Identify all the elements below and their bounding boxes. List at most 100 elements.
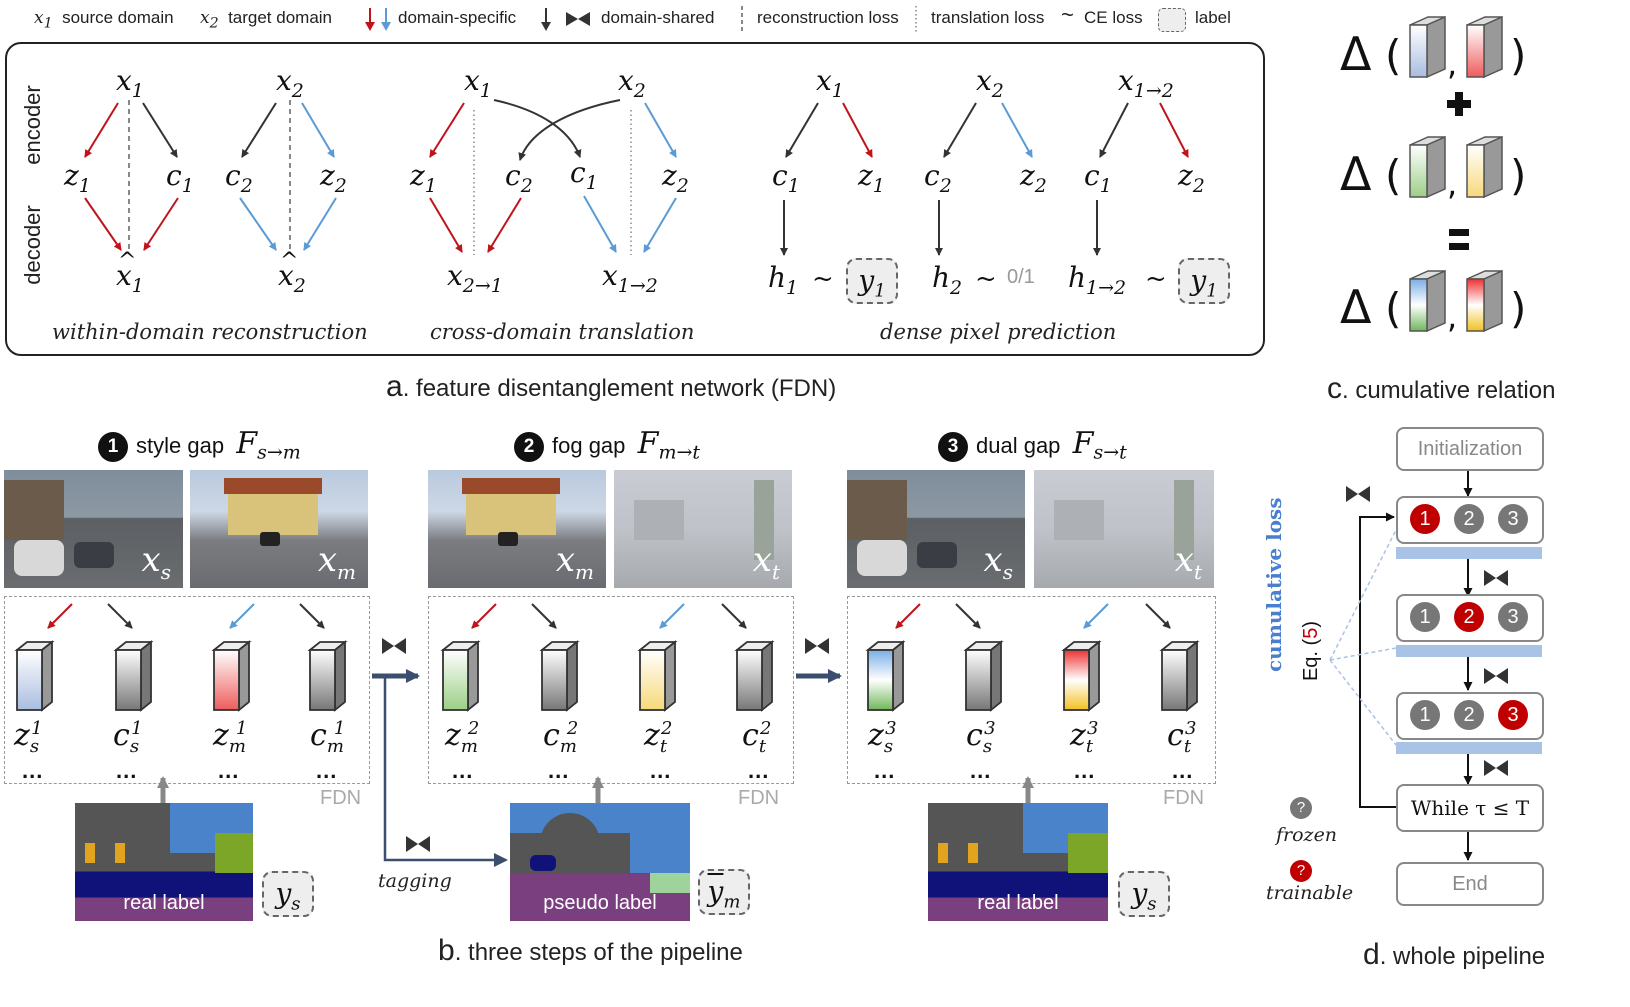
step-1-trainable: 1: [1410, 504, 1440, 534]
svg-text:Δ: Δ: [1340, 27, 1372, 81]
section-label-translation: cross-domain translation: [430, 320, 695, 344]
dots: ...: [22, 758, 44, 783]
step-2-frozen: 2: [1454, 504, 1484, 534]
seg-label-step2: pseudo label: [510, 803, 690, 921]
svg-text:^: ^: [280, 249, 298, 274]
svg-text:): ): [1510, 151, 1526, 200]
svg-text:z1: z1: [409, 159, 437, 197]
svg-text:c1: c1: [166, 159, 194, 197]
section-label-reconstruction: within-domain reconstruction: [52, 320, 368, 344]
svg-text:~: ~: [975, 264, 997, 294]
feat-z-s-1: zs1: [14, 718, 43, 757]
dots: ...: [1074, 758, 1096, 783]
section-label-prediction: dense pixel prediction: [880, 320, 1117, 344]
cumulative-relation-graphic: Δ( , ) Δ( , ) Δ(: [1340, 15, 1526, 336]
image-x-s-step1: xs: [4, 470, 183, 588]
panel-a-graph: x1 x2 z1 c1 c2 z2 x1 ^ x2 ^ x1 x2 z1 c2 …: [63, 64, 1205, 299]
legend-target-domain: x2 target domain: [200, 8, 333, 32]
label-y-s-step3: ys: [1118, 871, 1170, 917]
svg-text:x1→2: x1→2: [1118, 64, 1174, 102]
svg-text:h1→2: h1→2: [1068, 261, 1126, 299]
feat-z-m-2: zm2: [445, 718, 480, 757]
svg-text:c2: c2: [505, 159, 533, 197]
feat-c-s-3: cs3: [966, 718, 996, 757]
svg-text:z2: z2: [661, 159, 689, 197]
svg-text:c1: c1: [772, 159, 800, 197]
step-3-frozen: 3: [1498, 504, 1528, 534]
image-x-s-step3: xs: [847, 470, 1025, 588]
dots: ...: [1172, 758, 1194, 783]
feat-z-s-3: zs3: [868, 718, 897, 757]
step-3-trainable: 3: [1498, 700, 1528, 730]
feat-z-m-1: zm1: [213, 718, 248, 757]
svg-text:x2: x2: [276, 64, 304, 102]
step-1-frozen: 1: [1410, 602, 1440, 632]
step-2-frozen: 2: [1454, 700, 1484, 730]
dots: ...: [874, 758, 896, 783]
svg-text:,: ,: [1447, 165, 1457, 203]
step-2-trainable: 2: [1454, 602, 1484, 632]
loss-bar-1: [1396, 547, 1542, 559]
fdn-box-step1: [4, 596, 370, 784]
svg-text:x1→2: x1→2: [602, 259, 658, 297]
recon-loss-line-icon: [741, 6, 743, 32]
trainable-question-icon: ?: [1290, 860, 1312, 882]
svg-text:x2: x2: [618, 64, 646, 102]
svg-text:z1: z1: [63, 159, 91, 197]
fdn-frame: [5, 42, 1265, 356]
legend-label: label: [1195, 8, 1231, 27]
caption-b: b. three steps of the pipeline: [438, 934, 743, 967]
svg-text:x2→1: x2→1: [447, 259, 503, 297]
svg-text:x1: x1: [464, 64, 492, 102]
svg-text:z2: z2: [319, 159, 347, 197]
fdn-label-step2: FDN: [738, 787, 780, 809]
trans-loss-line-icon: [915, 6, 917, 32]
feat-c-m-1: cm1: [310, 718, 346, 757]
caption-c: c. cumulative relation: [1327, 372, 1556, 405]
svg-text:Δ: Δ: [1340, 280, 1372, 334]
feat-c-s-1: cs1: [113, 718, 143, 757]
svg-text:^: ^: [118, 249, 136, 274]
frozen-label: frozen: [1276, 824, 1338, 846]
fdn-label-step3: FDN: [1163, 787, 1205, 809]
feat-z-t-2: zt2: [644, 718, 673, 757]
eq-5-label: Eq. (5): [1300, 620, 1322, 682]
svg-text:~: ~: [812, 264, 834, 294]
svg-text:c2: c2: [924, 159, 952, 197]
svg-text:,: ,: [1447, 45, 1457, 83]
legend-trans-loss: translation loss: [931, 8, 1045, 27]
image-x-t-step3: xt: [1034, 470, 1214, 588]
feat-c-t-2: ct2: [742, 718, 772, 757]
label-box-icon: [1158, 8, 1186, 32]
svg-text:): ): [1510, 31, 1526, 80]
legend-ce-loss: CE loss: [1084, 8, 1143, 27]
pipeline-graph: [1329, 470, 1508, 861]
svg-text:z2: z2: [1019, 159, 1047, 197]
legend-domain-specific: domain-specific: [398, 8, 517, 27]
svg-text:(: (: [1385, 284, 1401, 333]
caption-a: a. feature disentanglement network (FDN): [386, 370, 837, 403]
tagging-label: tagging: [378, 870, 452, 892]
svg-text:c1: c1: [570, 156, 598, 194]
dots: ...: [116, 758, 138, 783]
init-node: Initialization: [1396, 427, 1544, 471]
svg-text:(: (: [1385, 151, 1401, 200]
svg-text:x2: x2: [278, 259, 306, 297]
dots: ...: [316, 758, 338, 783]
cumulative-loss-label: cumulative loss: [1262, 497, 1286, 672]
ce-loss-symbol: ~: [1061, 2, 1074, 27]
step-1-frozen: 1: [1410, 700, 1440, 730]
legend-recon-loss: reconstruction loss: [757, 8, 899, 27]
fdn-label-step1: FDN: [320, 787, 362, 809]
image-x-t-step2: xt: [614, 470, 792, 588]
svg-text:): ): [1510, 284, 1526, 333]
svg-text:h1: h1: [768, 261, 798, 299]
label-y-m-step2: ym: [698, 869, 750, 915]
svg-text:z1: z1: [857, 159, 885, 197]
dots: ...: [218, 758, 240, 783]
legend-domain-shared: domain-shared: [601, 8, 715, 27]
trainable-label: trainable: [1266, 882, 1354, 904]
svg-text:z2: z2: [1177, 159, 1205, 197]
